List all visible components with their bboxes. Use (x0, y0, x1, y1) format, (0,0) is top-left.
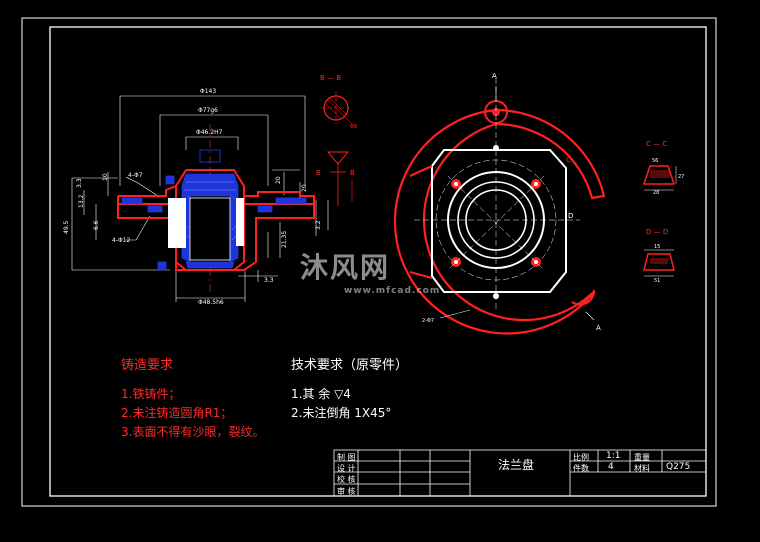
tb-scale-label: 比例 (573, 453, 589, 462)
tb-scale-value: 1:1 (606, 451, 621, 461)
section-dd: D — D 15 51 (643, 228, 675, 284)
section-bb: B — B Φ8 B B (316, 74, 357, 206)
dim-v32: 3.2 (315, 220, 322, 230)
label-c-mark: C (566, 156, 571, 164)
front-section-view: Φ143 Φ77g6 Φ46.2H7 Φ48.5h6 4-Φ7 4-Φ12 3.… (63, 88, 329, 306)
casting-item-1: 1.铁铸件； (121, 387, 181, 401)
dim-v2135: 21.35 (281, 231, 288, 248)
label-bb: B — B (320, 74, 341, 82)
label-cc: C — C (646, 140, 667, 148)
dim-v20a: 20 (275, 176, 282, 184)
label-d-mark: D (568, 212, 573, 220)
dim-d77: Φ77g6 (198, 107, 218, 114)
outer-border (21, 17, 717, 507)
tech-item-1: 1.其 余 ▽4 (291, 387, 351, 401)
tb-approve: 审 核 (337, 487, 356, 496)
label-b-right: B (350, 169, 355, 177)
dim-v20b: 20 (301, 184, 308, 192)
dim-holes4-12: 4-Φ12 (112, 237, 131, 244)
dim-v33a: 3.3 (76, 178, 83, 188)
watermark-url: www.mfcad.com (344, 286, 441, 296)
dim-v28: 28 (653, 190, 659, 196)
tb-drawn: 制 图 (337, 453, 356, 462)
tb-qty-value: 4 (608, 462, 614, 472)
dim-v56: 56 (652, 158, 658, 164)
watermark-brand: 沐风网 (300, 251, 391, 284)
tb-part-name: 法兰盘 (498, 458, 535, 472)
tb-material-label: 材料 (634, 464, 650, 473)
dim-d143: Φ143 (200, 88, 216, 95)
dim-v495: 49.5 (63, 220, 70, 234)
dim-v27: 27 (678, 174, 684, 180)
dim-v132: 13.2 (78, 194, 85, 208)
casting-requirements-title: 铸造要求 (121, 358, 174, 373)
label-a-top: A (492, 72, 497, 80)
label-a-bottom: A (596, 324, 601, 332)
title-block (333, 449, 707, 497)
dim-v10: 10 (102, 173, 109, 181)
label-dd: D — D (646, 228, 668, 236)
dim-v33b: 3.3 (264, 277, 274, 284)
tb-check: 校 核 (337, 475, 356, 484)
casting-item-2: 2.未注铸造圆角R1； (121, 406, 233, 420)
technical-requirements-title: 技术要求（原零件） (291, 358, 409, 373)
dim-v15: 15 (654, 244, 660, 250)
label-b-left: B (316, 169, 321, 177)
watermark-logo: 沐风网 www.mfcad.com (300, 246, 440, 296)
dim-d48: Φ48.5h6 (198, 299, 224, 306)
dim-v66: 6.6 (93, 220, 100, 230)
plan-view-holes: A A D 2-Φ7 C (414, 72, 601, 332)
dim-d8: Φ8 (350, 124, 357, 130)
tb-design: 设 计 (337, 464, 356, 473)
section-cc: C — C 28 27 56 (642, 140, 684, 196)
tb-material-value: Q275 (666, 462, 691, 472)
tb-weight-label: 重量 (634, 453, 650, 462)
dim-holes4-7: 4-Φ7 (128, 172, 143, 179)
dim-v51: 51 (654, 278, 660, 284)
technical-requirements: 技术要求（原零件） 1.其 余 ▽4 2.未注倒角 1X45° (291, 356, 408, 423)
casting-requirements: 铸造要求 1.铁铸件； 2.未注铸造圆角R1； 3.表面不得有沙眼，裂纹。 (121, 356, 264, 442)
tech-item-2: 2.未注倒角 1X45° (291, 406, 392, 420)
casting-item-3: 3.表面不得有沙眼，裂纹。 (121, 425, 265, 439)
dim-holes2-7: 2-Φ7 (422, 318, 434, 324)
tb-qty-label: 件数 (573, 464, 589, 473)
dim-d462: Φ46.2H7 (196, 129, 223, 136)
